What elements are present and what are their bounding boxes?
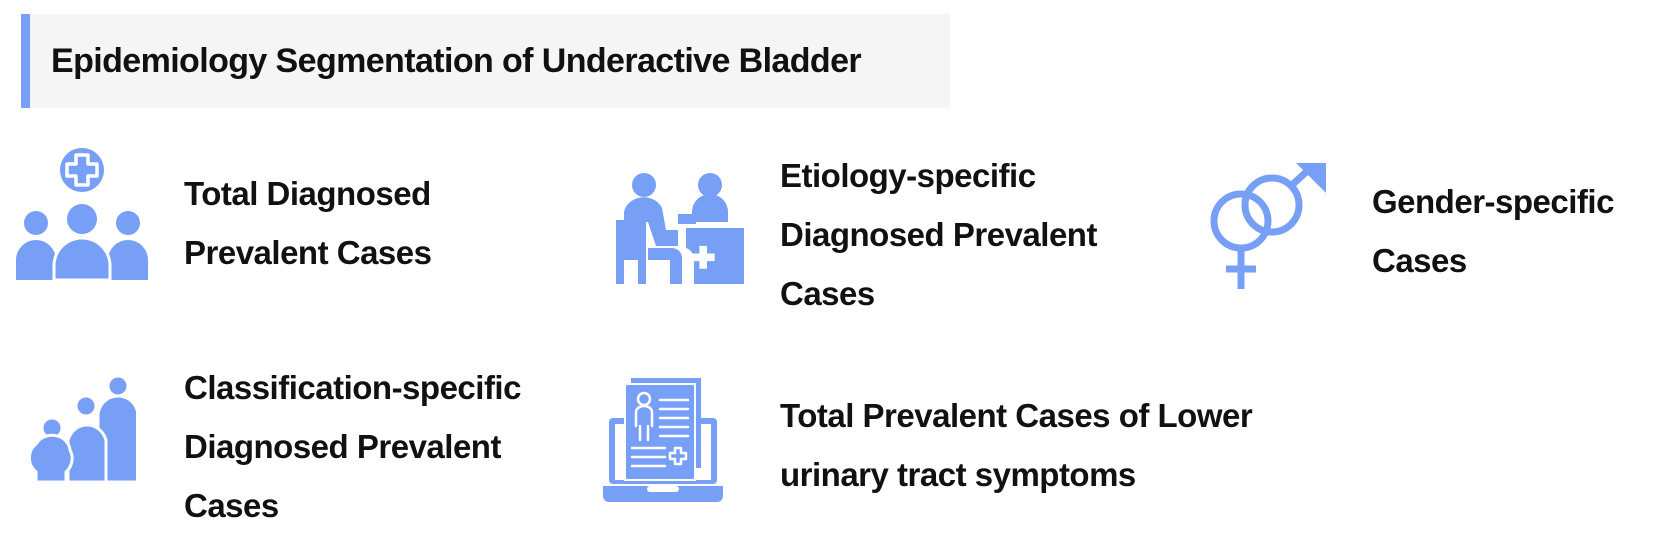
segment-label: Total Diagnosed Prevalent Cases — [184, 164, 432, 282]
label-line: Etiology-specific — [780, 157, 1036, 194]
label-line: Diagnosed Prevalent — [780, 216, 1097, 253]
segment-label: Etiology-specific Diagnosed Prevalent Ca… — [780, 146, 1097, 323]
label-line: Cases — [184, 487, 279, 524]
label-line: urinary tract symptoms — [780, 456, 1136, 493]
section-header: Epidemiology Segmentation of Underactive… — [21, 14, 950, 108]
label-line: Diagnosed Prevalent — [184, 428, 501, 465]
patient-group-medical-icon — [16, 148, 148, 280]
segment-label: Gender-specific Cases — [1372, 172, 1614, 290]
doctor-consultation-icon — [616, 173, 744, 284]
label-line: Classification-specific — [184, 369, 521, 406]
gender-symbols-icon — [1210, 163, 1326, 289]
label-line: Total Prevalent Cases of Lower — [780, 397, 1253, 434]
family-sizes-icon — [30, 376, 136, 482]
label-line: Total Diagnosed — [184, 175, 431, 212]
label-line: Gender-specific — [1372, 183, 1614, 220]
segment-label: Total Prevalent Cases of Lower urinary t… — [780, 386, 1253, 504]
laptop-medical-record-icon — [603, 378, 723, 502]
page-title: Epidemiology Segmentation of Underactive… — [51, 41, 862, 80]
label-line: Cases — [1372, 242, 1467, 279]
label-line: Prevalent Cases — [184, 234, 432, 271]
segment-label: Classification-specific Diagnosed Preval… — [184, 358, 521, 535]
label-line: Cases — [780, 275, 875, 312]
